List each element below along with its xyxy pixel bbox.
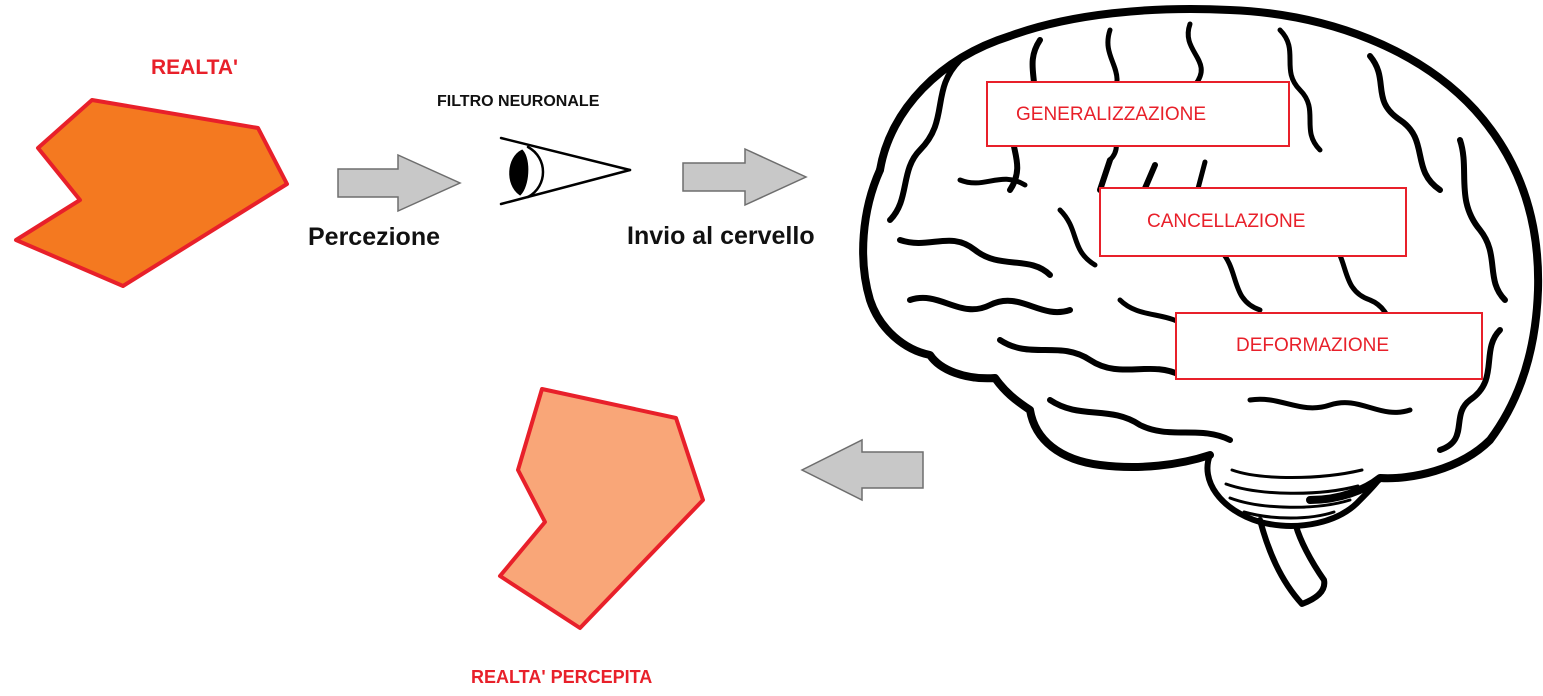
process-label: CANCELLAZIONE: [1147, 211, 1305, 232]
arrow-right-icon: [683, 149, 806, 205]
process-box-generalization: GENERALIZZAZIONE: [987, 82, 1289, 146]
send-to-brain-label: Invio al cervello: [627, 222, 815, 250]
neural-filter-label: FILTRO NEURONALE: [437, 93, 600, 110]
process-label: GENERALIZZAZIONE: [1016, 104, 1206, 125]
reality-shape: [16, 100, 287, 286]
process-label: DEFORMAZIONE: [1236, 335, 1389, 356]
perceived-reality-label: REALTA' PERCEPITA: [471, 667, 652, 687]
arrow-right-icon: [338, 155, 460, 211]
perceived-reality-shape: [500, 389, 703, 628]
process-box-deletion: CANCELLAZIONE: [1100, 188, 1406, 256]
eye-icon: [501, 138, 630, 204]
reality-label: REALTA': [151, 56, 238, 79]
perception-label: Percezione: [308, 223, 440, 251]
arrow-left-icon: [802, 440, 923, 500]
process-box-deformation: DEFORMAZIONE: [1176, 313, 1482, 379]
